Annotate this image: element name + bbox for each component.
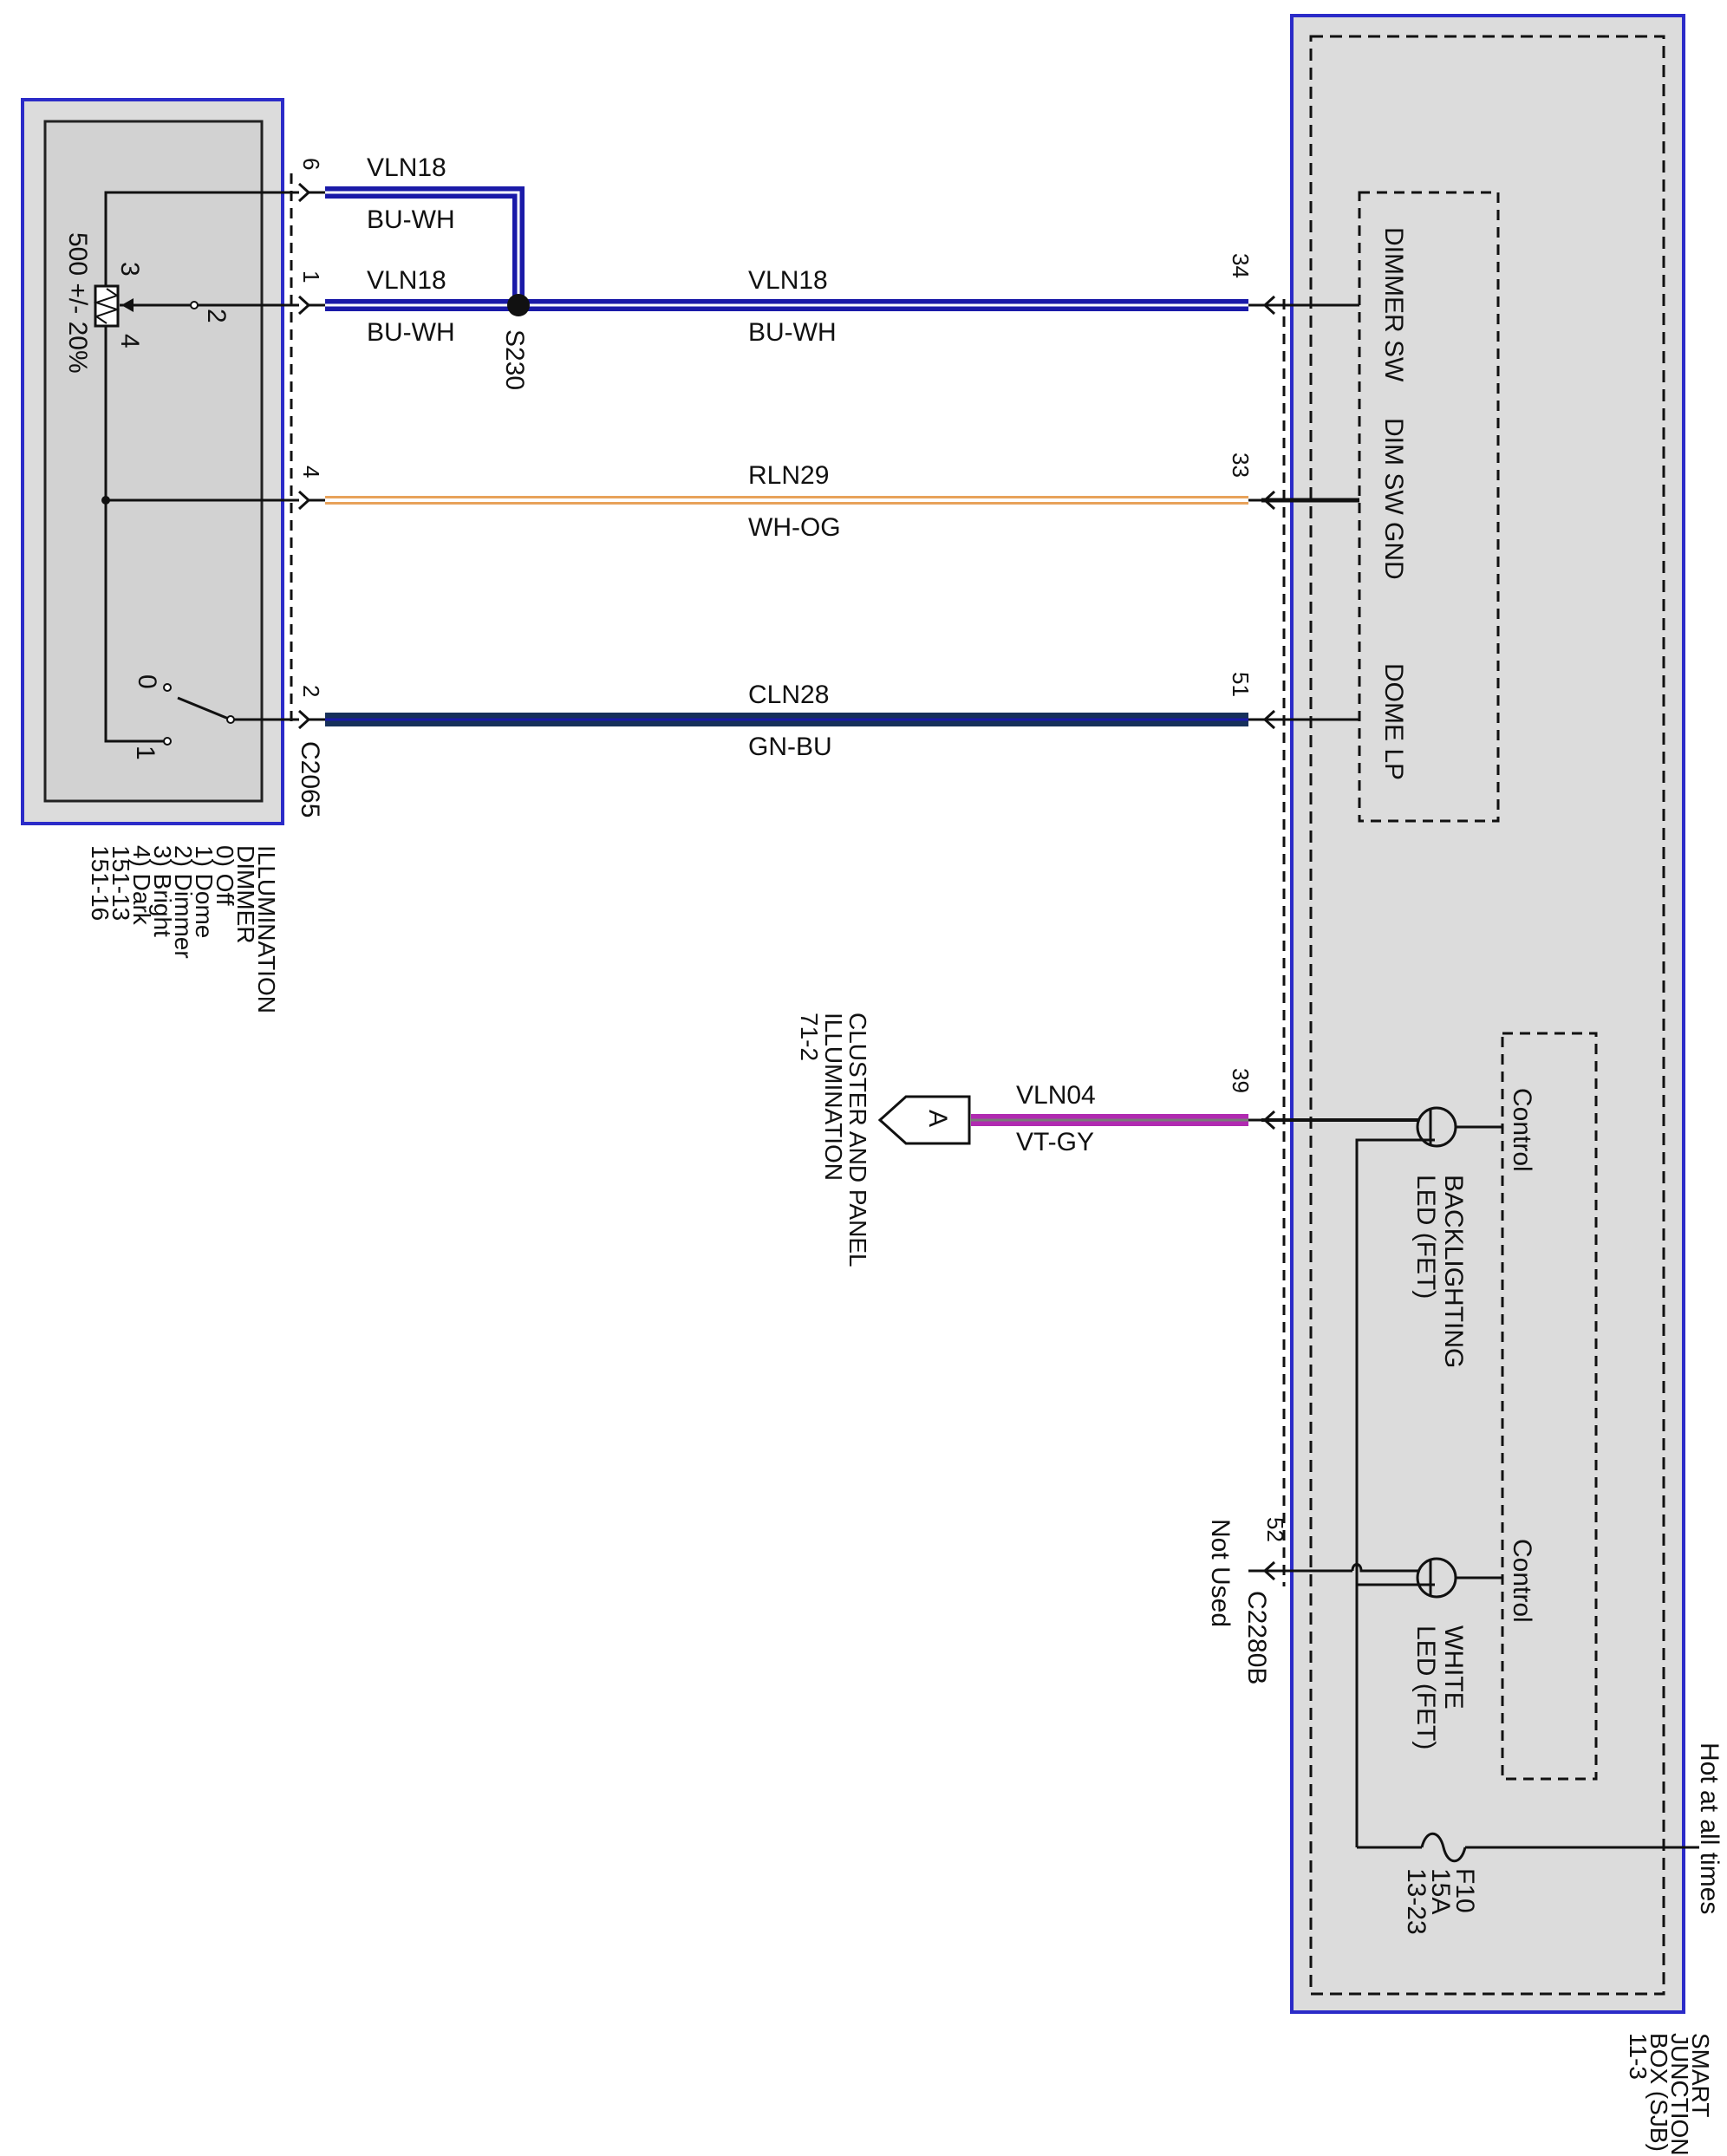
cluster-title: CLUSTER AND PANEL ILLUMINATION 71-2 [796,1013,871,1267]
backlight-led-label: LED (FET) [1411,1175,1440,1299]
resistor-zigzag [93,288,121,324]
dimmer-title: ILLUMINATION DIMMER 0) Off 1) Dome 2) Di… [87,845,280,1013]
sjb-title-line: BOX (SJB) [1646,2033,1672,2152]
connector-arrow-pin51 [1248,709,1276,730]
sjb-control-block [1501,1032,1598,1781]
dimmer-title-line: 3) Bright [149,845,176,937]
sjb-input-label: DIM SW GND [1379,418,1408,580]
white-led-crossover [1351,1563,1365,1573]
switch-contact-dome [163,737,172,746]
dimmer-title-line: 1) Dome [191,845,218,938]
backlight-led-label: BACKLIGHTING [1439,1175,1468,1368]
connector-arrow-pin33 [1248,490,1276,511]
wire-circuit-label: VLN18 [367,266,446,295]
resistor-value-label: 500 +/- 20% [63,232,92,374]
pin-33-label: 33 [1228,453,1254,478]
wire-color-label: VT-GY [1016,1128,1094,1156]
cluster-title-line: ILLUMINATION [820,1013,847,1181]
pot-pin4-label: 4 [115,334,144,348]
cluster-connector-letter: A [923,1110,952,1127]
dimmer-title-line: 151-13 [108,845,134,921]
sjb-input-label: DOME LP [1379,663,1408,780]
dimmer-inner-box [43,120,264,803]
sjb-title-line: SMART [1687,2033,1714,2118]
white-led-label: LED (FET) [1411,1625,1440,1749]
backlight-supply [1355,1138,1435,1847]
pin-34-label: 34 [1228,253,1254,278]
pot-wiper-pin-label: 2 [202,309,231,323]
white-led-label: WHITE [1439,1625,1468,1710]
connector-arrow-pin39 [1248,1110,1276,1130]
pin-1-label: 1 [298,270,324,283]
white-control-label: Control [1508,1539,1536,1623]
connector-arrow-pin6 [297,182,325,203]
sjb-connector-label: C2280B [1242,1591,1271,1684]
dimmer-title-line: 2) Dimmer [170,845,197,959]
not-used-label: Not Used [1206,1519,1235,1627]
dimmer-gnd-junction [101,496,110,505]
connector-arrow-pin52 [1248,1560,1276,1581]
sjb-input-label: DIMMER SW [1379,227,1408,382]
pot-wiper-node [190,301,199,309]
pin-2-label: 2 [298,685,324,697]
wire-vln18-pin6-stripe [325,191,520,305]
pot-wiper-arrow [121,298,134,312]
splice-s230 [507,294,530,316]
sjb-title-line: 11-3 [1625,2033,1652,2080]
pin-52-label: 52 [1262,1517,1288,1542]
sjb-title-line: JUNCTION [1666,2033,1693,2156]
dimmer-title-line: DIMMER [232,845,259,944]
dimmer-title-line: 151-16 [87,845,114,921]
wire-color-label: WH-OG [748,513,841,542]
cluster-title-line: CLUSTER AND PANEL [844,1013,871,1267]
splice-label: S230 [500,329,529,390]
dimmer-title-line: ILLUMINATION [253,845,280,1013]
white-led-fet [1416,1557,1457,1599]
switch-off-label: 0 [133,674,161,689]
backlight-control-label: Control [1508,1088,1536,1172]
switch-contact-off [163,683,172,692]
switch-blade [177,696,231,721]
wire-color-label: BU-WH [367,205,455,234]
switch-pivot [226,715,235,724]
wire-circuit-label: RLN29 [748,461,829,490]
fuse-label: 13-23 [1402,1868,1430,1935]
fuse-label: 15A [1426,1868,1455,1914]
connector-arrow-pin4 [297,490,325,511]
dimmer-title-line: 4) Dark [128,845,155,926]
dimmer-internal-bus [104,191,299,568]
illumination-dimmer: 500 +/- 20% 3 4 2 0 1 C2065 ILLUMINATION… [21,98,324,1013]
wire-circuit-label: VLN18 [367,153,446,182]
sjb-inner-dashed [1309,35,1665,1996]
connector-arrow-pin34 [1248,295,1276,316]
dimmer-title-line: 0) Off [212,845,238,906]
pin-6-label: 6 [298,158,324,170]
wire-color-label: GN-BU [748,733,832,761]
cluster-title-line: 71-2 [796,1013,823,1061]
sjb-input-block [1358,191,1500,823]
wire-circuit-label: VLN18 [748,266,828,295]
switch-dome-label: 1 [131,746,160,760]
connector-arrow-pin1 [297,295,325,316]
smart-junction-box: DIMMER SW DIM SW GND DOME LP Control Con… [1206,14,1724,2156]
pin-39-label: 39 [1228,1068,1254,1093]
pot-pin3-label: 3 [115,262,144,277]
fuse-label: F10 [1450,1868,1479,1913]
connector-arrow-pin2 [297,709,325,730]
fuse-f10-symbol [1420,1832,1467,1863]
wire-circuit-label: CLN28 [748,681,829,709]
hot-at-all-times-label: Hot at all times [1695,1742,1724,1914]
pin-4-label: 4 [298,466,324,478]
switch-dome-wire [104,568,165,743]
wire-color-label: BU-WH [748,318,837,347]
pin-51-label: 51 [1228,672,1254,697]
cluster-connector-a [877,1095,971,1145]
sjb-outer-box [1290,14,1685,2014]
wire-color-label: BU-WH [367,318,455,347]
wire-circuit-label: VLN04 [1016,1081,1096,1110]
dimmer-connector-label: C2065 [296,741,324,817]
wires: A 6 1 4 2 34 33 51 39 VLN18 BU-WH VLN18 … [297,153,1359,1581]
